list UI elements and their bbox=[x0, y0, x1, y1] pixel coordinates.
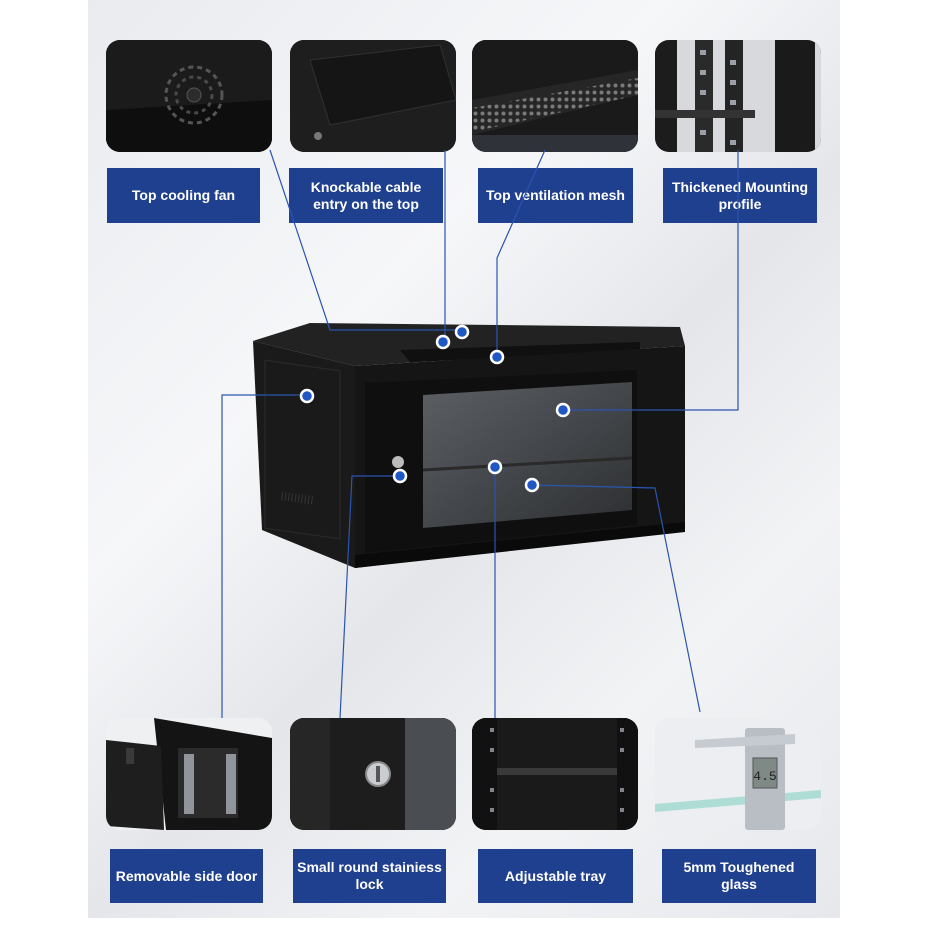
thumb-adjustable-tray bbox=[472, 718, 638, 830]
lock-closeup-icon bbox=[290, 718, 456, 830]
marker-top-ventilation-mesh bbox=[489, 349, 505, 365]
thumb-knockable-cable-entry bbox=[290, 40, 456, 152]
thumb-top-ventilation-mesh bbox=[472, 40, 638, 152]
thumb-thickened-mounting-profile bbox=[655, 40, 821, 152]
thumb-small-round-stainless-lock bbox=[290, 718, 456, 830]
marker-adjustable-tray bbox=[487, 459, 503, 475]
caliper-icon: 4.5 bbox=[655, 718, 821, 830]
thumb-toughened-glass: 4.5 bbox=[655, 718, 821, 830]
thumb-top-cooling-fan bbox=[106, 40, 272, 152]
marker-top-cooling-fan bbox=[454, 324, 470, 340]
caliper-readout: 4.5 bbox=[753, 769, 776, 784]
label-top-cooling-fan: Top cooling fan bbox=[107, 168, 260, 223]
label-adjustable-tray: Adjustable tray bbox=[478, 849, 633, 903]
cable-entry-icon bbox=[290, 40, 456, 152]
lock-icon bbox=[392, 456, 404, 468]
mesh-icon bbox=[472, 40, 638, 152]
side-marking: IIIIIIIIII bbox=[280, 489, 315, 508]
marker-small-round-stainless-lock bbox=[392, 468, 408, 484]
label-top-ventilation-mesh: Top ventilation mesh bbox=[478, 168, 633, 223]
label-knockable-cable-entry: Knockable cable entry on the top bbox=[289, 168, 443, 223]
label-removable-side-door: Removable side door bbox=[110, 849, 263, 903]
marker-knockable-cable-entry bbox=[435, 334, 451, 350]
fan-icon bbox=[106, 40, 272, 152]
tray-icon bbox=[472, 718, 638, 830]
marker-thickened-mounting-profile bbox=[555, 402, 571, 418]
thumb-removable-side-door bbox=[106, 718, 272, 830]
marker-removable-side-door bbox=[299, 388, 315, 404]
marker-toughened-glass bbox=[524, 477, 540, 493]
glass-panel bbox=[423, 382, 632, 528]
side-door-icon bbox=[106, 718, 272, 830]
profile-icon bbox=[655, 40, 821, 152]
label-toughened-glass: 5mm Toughened glass bbox=[662, 849, 816, 903]
label-small-round-stainless-lock: Small round stainiess lock bbox=[293, 849, 446, 903]
label-thickened-mounting-profile: Thickened Mounting profile bbox=[663, 168, 817, 223]
